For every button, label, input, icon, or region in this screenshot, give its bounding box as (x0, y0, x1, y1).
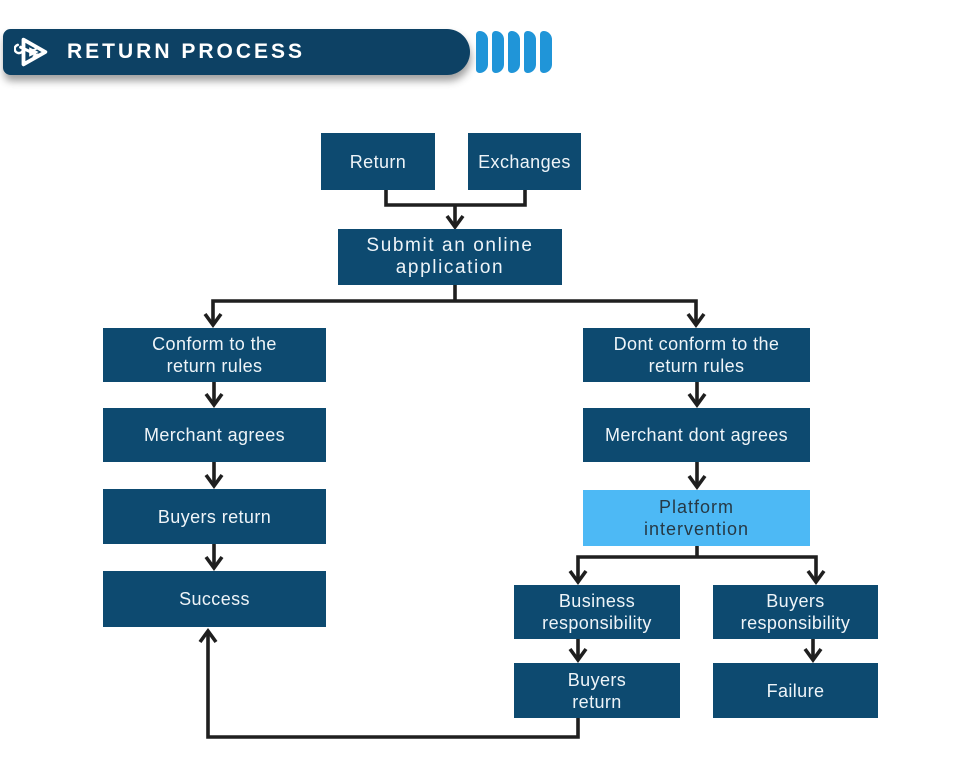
stripe-icon (476, 31, 488, 73)
node-return: Return (321, 133, 435, 190)
node-buyers-return-2: Buyers return (514, 663, 680, 718)
node-platform-intervention: Platform intervention (583, 490, 810, 546)
node-business-responsibility: Business responsibility (514, 585, 680, 639)
node-failure: Failure (713, 663, 878, 718)
page-title: RETURN PROCESS (67, 40, 306, 63)
node-submit-online-application: Submit an online application (338, 229, 562, 285)
header-banner: RETURN PROCESS (3, 29, 470, 75)
node-merchant-agrees: Merchant agrees (103, 408, 326, 462)
stripe-icon (540, 31, 552, 73)
node-dont-conform-to-return-rules: Dont conform to the return rules (583, 328, 810, 382)
stripe-icon (492, 31, 504, 73)
stripe-icon (508, 31, 520, 73)
play-triangle-wrench-icon (13, 32, 53, 72)
blue-chevron-stripes-decoration (476, 31, 556, 73)
node-buyers-responsibility: Buyers responsibility (713, 585, 878, 639)
node-exchanges: Exchanges (468, 133, 581, 190)
node-merchant-dont-agrees: Merchant dont agrees (583, 408, 810, 462)
node-success: Success (103, 571, 326, 627)
stripe-icon (524, 31, 536, 73)
node-buyers-return: Buyers return (103, 489, 326, 544)
node-conform-to-return-rules: Conform to the return rules (103, 328, 326, 382)
